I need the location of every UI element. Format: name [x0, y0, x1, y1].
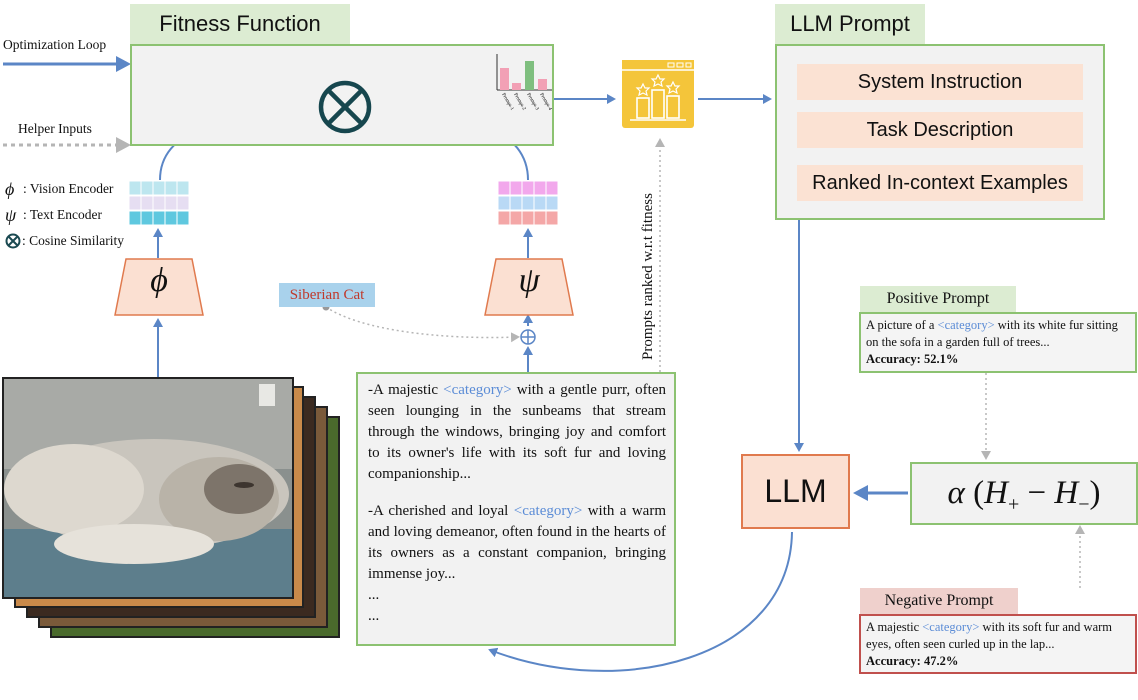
score-formula: α (H+ − H−): [910, 462, 1138, 525]
helper-inputs-label: Helper Inputs: [18, 121, 92, 136]
legend-psi-label: : Text Encoder: [23, 207, 103, 222]
bar-label-prompt-1: Prompt-1: [500, 93, 514, 112]
cosine-similarity-operator-icon: [318, 80, 372, 134]
text-encoder: [484, 258, 574, 316]
fitness-function-title: Fitness Function: [130, 4, 350, 44]
image-embedding: [129, 181, 189, 226]
prompt-ellipsis-2: ...: [368, 608, 380, 624]
positive-prompt-title: Positive Prompt: [860, 286, 1016, 312]
negative-prompt-box: A majestic <category> with its soft fur …: [859, 614, 1137, 674]
category-token: <category>: [922, 620, 980, 634]
class-name-label: Siberian Cat: [279, 283, 375, 307]
bar-label-prompt-4: Prompt-4: [538, 93, 552, 112]
negative-prompt-title: Negative Prompt: [860, 588, 1018, 614]
category-token: <category>: [937, 318, 995, 332]
ranked-examples-item: Ranked In-context Examples: [797, 165, 1083, 201]
positive-prompt-text: A picture of a <category> with its white…: [866, 318, 1118, 349]
legend-phi: ϕ : Vision Encoder: [5, 176, 124, 202]
llm-prompt-title: LLM Prompt: [775, 4, 925, 44]
prompt-1: -A majestic <category> with a gentle pur…: [368, 382, 667, 482]
text-encoder-symbol: ψ: [518, 262, 540, 299]
bar-prompt-2: [512, 83, 521, 90]
bar-label-prompt-3: Prompt-3: [525, 93, 539, 112]
bar-label-prompt-2: Prompt-2: [512, 93, 526, 112]
bar-prompt-3: [525, 61, 534, 90]
cosine-similarity-icon: [5, 233, 21, 249]
category-token: <category>: [443, 382, 512, 398]
legend-otimes: : Cosine Similarity: [5, 228, 124, 254]
legend-otimes-label: : Cosine Similarity: [22, 233, 125, 248]
cat-photo: [2, 377, 294, 599]
prompt-2: -A cherished and loyal <category> with a…: [368, 503, 667, 582]
task-description-item: Task Description: [797, 112, 1083, 148]
ranked-label: Prompts ranked w.r.t fitness: [640, 193, 656, 360]
positive-accuracy: Accuracy: 52.1%: [866, 352, 959, 366]
positive-prompt-box: A picture of a <category> with its white…: [859, 312, 1137, 373]
negative-prompt-text: A majestic <category> with its soft fur …: [866, 620, 1113, 651]
alpha-symbol: α: [947, 475, 965, 511]
text-embedding: [498, 181, 558, 226]
cat-photo-image: [4, 379, 292, 597]
legend-phi-label: : Vision Encoder: [23, 181, 114, 196]
phi-symbol: ϕ: [5, 178, 15, 199]
legend-psi: ψ : Text Encoder: [5, 202, 124, 228]
category-token: <category>: [513, 503, 583, 519]
prompt-ellipsis-1: ...: [368, 587, 380, 603]
prompt-population-box: -A majestic <category> with a gentle pur…: [356, 372, 676, 646]
ranking-icon: [622, 60, 694, 128]
fitness-bar-chart: Prompt-1 Prompt-2 Prompt-3 Prompt-4: [496, 54, 552, 112]
vision-encoder-symbol: ϕ: [150, 262, 168, 299]
bar-prompt-4: [538, 79, 547, 90]
vision-encoder: [114, 258, 204, 316]
negative-accuracy: Accuracy: 47.2%: [866, 654, 959, 668]
llm-box: LLM: [741, 454, 850, 529]
bar-prompt-1: [500, 68, 509, 90]
psi-symbol: ψ: [5, 204, 17, 225]
system-instruction-item: System Instruction: [797, 64, 1083, 100]
optimization-loop-label: Optimization Loop: [3, 37, 107, 52]
legend: ϕ : Vision Encoder ψ : Text Encoder : Co…: [5, 176, 124, 254]
